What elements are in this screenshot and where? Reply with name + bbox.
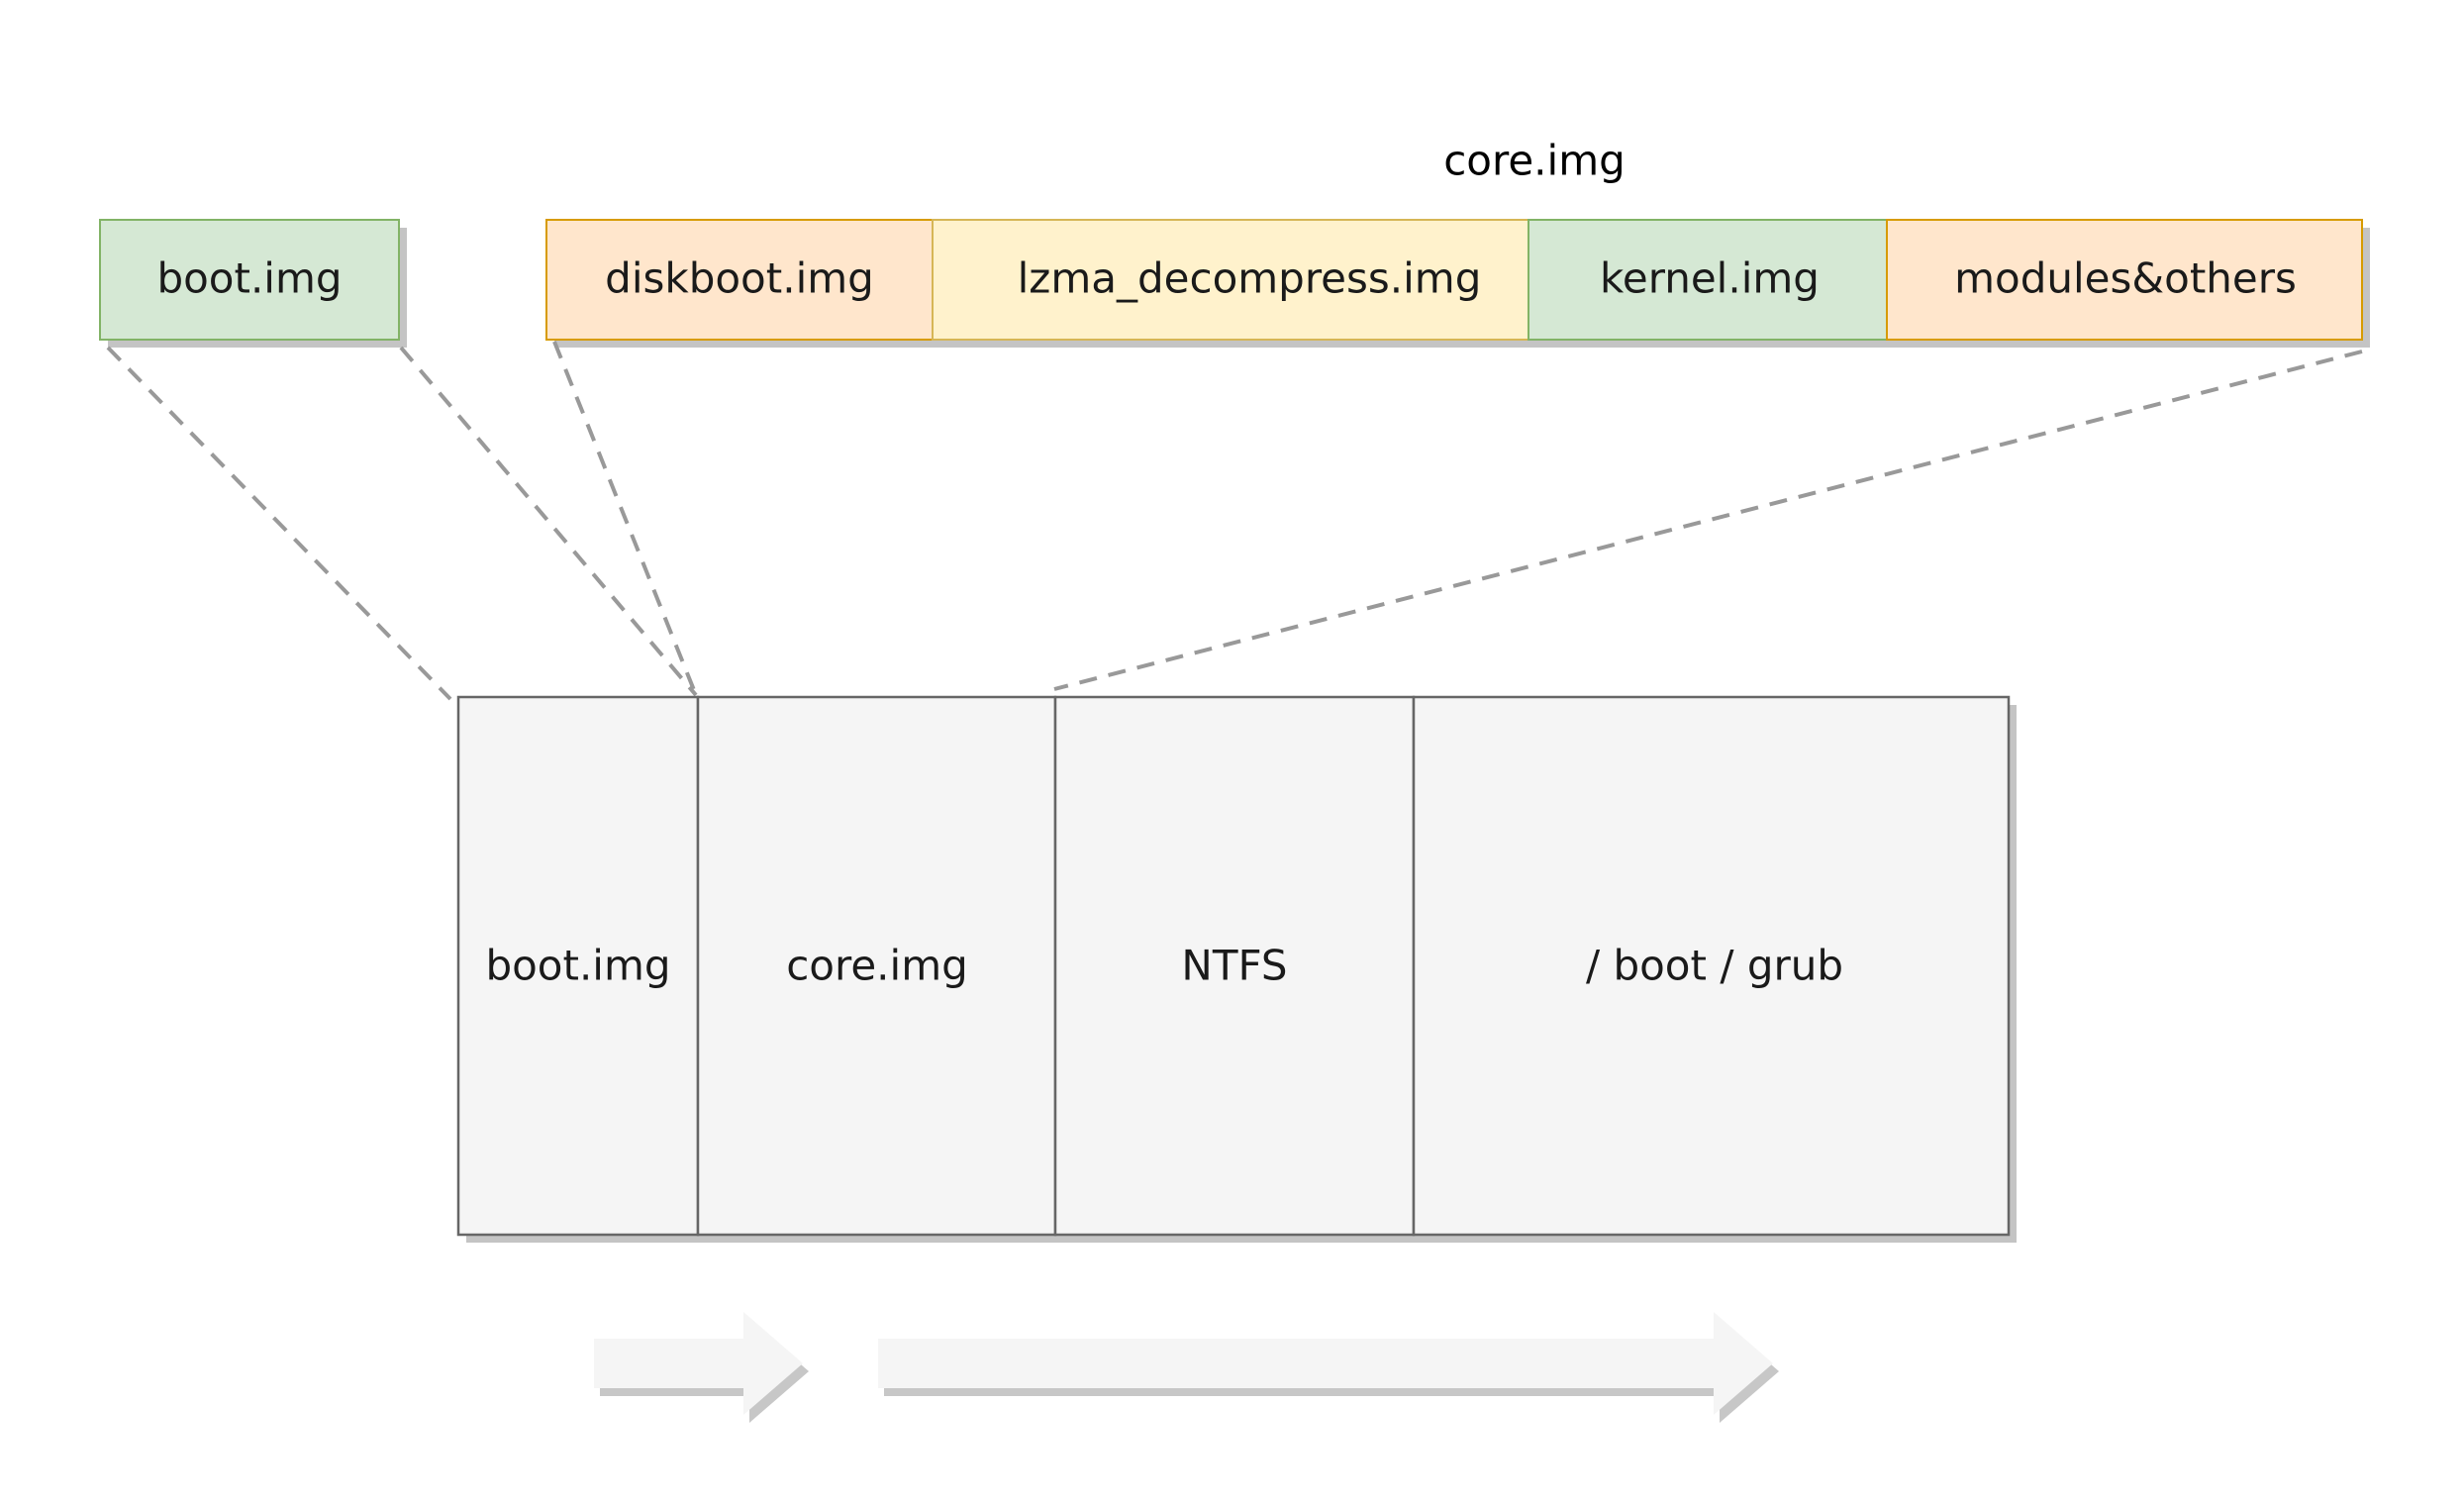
top-diskboot-img-label: diskboot.img xyxy=(605,254,874,303)
connector-lines xyxy=(106,341,2363,701)
top-boot-img-box: boot.img xyxy=(99,219,407,348)
top-kernel-img-box: kernel.img xyxy=(1528,219,1888,341)
top-diskboot-img-box: diskboot.img xyxy=(545,219,934,341)
connector-core-right xyxy=(1053,350,2363,691)
connector-core-left xyxy=(552,341,698,696)
disk-boot-grub-label: / boot / grub xyxy=(1586,942,1843,990)
connector-boot-right xyxy=(399,346,698,697)
top-lzma-decompress-img-box: lzma_decompress.img xyxy=(932,219,1529,341)
flow-arrow-long xyxy=(878,1312,1779,1423)
top-kernel-img-label: kernel.img xyxy=(1600,254,1820,303)
disk-layout: boot.img core.img NTFS / boot / grub xyxy=(456,695,2017,1243)
top-modules-others-box: modules&others xyxy=(1886,219,2363,341)
disk-boot-img-label: boot.img xyxy=(485,942,670,990)
core-img-group-label: core.img xyxy=(1443,137,1626,185)
connector-boot-left xyxy=(106,346,452,701)
disk-core-img-label: core.img xyxy=(786,942,968,990)
flow-arrow-short xyxy=(594,1312,809,1423)
top-boot-img-label: boot.img xyxy=(156,254,342,303)
top-modules-others-label: modules&others xyxy=(1954,254,2297,303)
disk-ntfs-label: NTFS xyxy=(1181,942,1287,990)
top-lzma-decompress-img-label: lzma_decompress.img xyxy=(1018,254,1482,303)
